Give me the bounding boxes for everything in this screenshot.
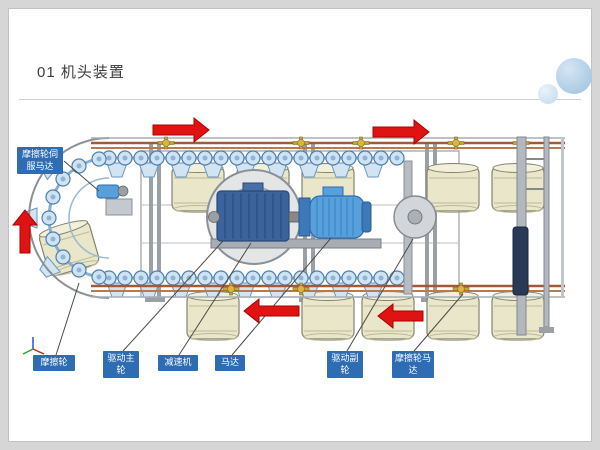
callout-friction-wheel-motor: 摩擦轮马达	[392, 351, 434, 379]
callout-drive-aux-wheel: 驱动副轮	[327, 351, 363, 379]
callout-drive-main-wheel: 驱动主轮	[103, 351, 139, 379]
decorative-circle-large	[556, 58, 592, 94]
callout-friction-wheel: 摩擦轮	[33, 355, 75, 371]
page-title: 01 机头装置	[37, 64, 125, 81]
axes-triad-icon	[22, 337, 45, 355]
bottom-rail	[91, 282, 565, 298]
flow-arrow-top-left-right	[152, 116, 210, 144]
leader-lines	[55, 160, 464, 356]
flow-arrow-top-right-right	[372, 118, 430, 146]
machine-diagram: 摩擦轮伺服马达 摩擦轮 驱动主轮 减速机 马达 驱动副轮 摩擦轮马达	[11, 101, 591, 411]
gearbox	[208, 182, 382, 249]
slide: 01 机头装置	[8, 8, 592, 442]
drive-aux-wheel	[393, 160, 437, 295]
title-divider	[19, 99, 581, 100]
callout-motor: 马达	[215, 355, 245, 371]
flow-arrow-bottom-mid-left	[243, 297, 300, 325]
top-rail	[91, 136, 565, 150]
servo-motor	[96, 184, 133, 216]
decorative-circle-small	[538, 84, 558, 104]
machine-diagram-svg	[11, 116, 565, 356]
flow-arrow-bottom-right-left	[377, 302, 424, 330]
drive-motor	[288, 186, 372, 239]
hanging-rollers-bottom	[186, 290, 545, 342]
right-support-frame	[512, 136, 564, 336]
flow-arrow-left-up	[11, 209, 39, 254]
callout-reducer: 减速机	[158, 355, 198, 371]
callout-friction-wheel-servo-motor: 摩擦轮伺服马达	[17, 147, 63, 175]
